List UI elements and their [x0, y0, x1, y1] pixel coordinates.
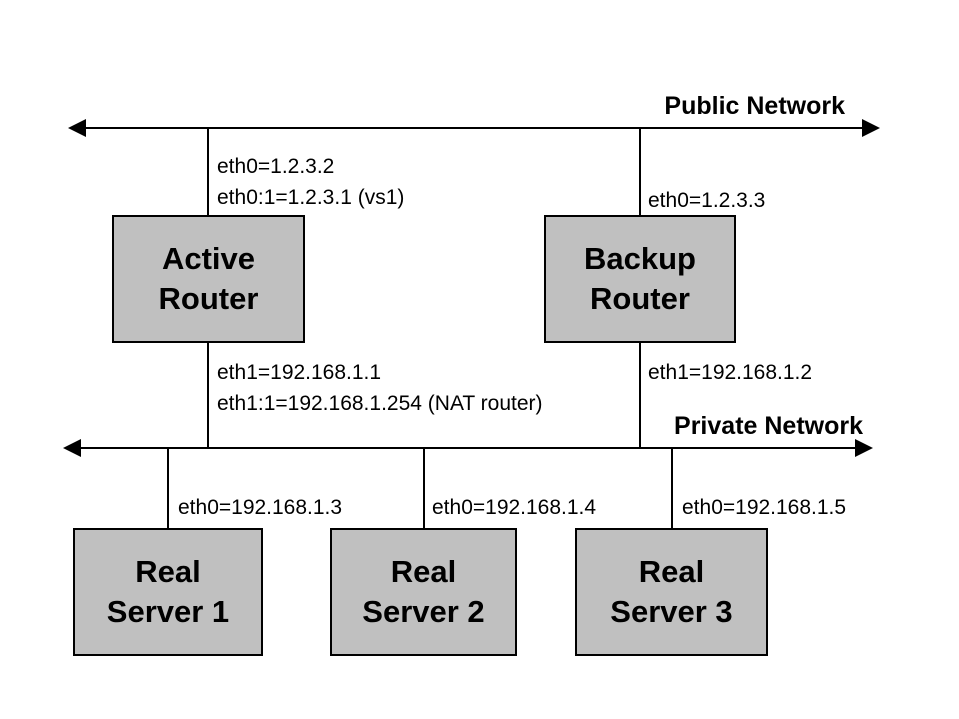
interface-address: eth0=192.168.1.4	[432, 496, 597, 519]
real-server-3-link	[671, 448, 673, 528]
private-network-right-arrowhead-icon	[855, 439, 873, 457]
interface-address: eth0=192.168.1.5	[682, 496, 847, 519]
public-network-line	[80, 127, 864, 129]
real-server-3-interface: eth0=192.168.1.5	[682, 492, 846, 523]
real-server-1-box: Real Server 1	[73, 528, 263, 656]
real-server-1-interface: eth0=192.168.1.3	[178, 492, 342, 523]
interface-address: eth0=1.2.3.2	[217, 155, 335, 178]
real-server-1-link	[167, 448, 169, 528]
real-server-2-box: Real Server 2	[330, 528, 517, 656]
backup-router-private-link	[639, 343, 641, 448]
backup-router-private-interfaces: eth1=192.168.1.2	[648, 357, 812, 388]
private-network-label: Private Network	[674, 412, 863, 440]
active-router-public-link	[207, 128, 209, 215]
public-network-right-arrowhead-icon	[862, 119, 880, 137]
active-router-private-link	[207, 343, 209, 448]
backup-router-public-link	[639, 128, 641, 215]
interface-address: eth0:1=1.2.3.1 (vs1)	[217, 186, 405, 209]
backup-router-box: Backup Router	[544, 215, 736, 343]
interface-address: eth0=192.168.1.3	[178, 496, 343, 519]
active-router-box: Active Router	[112, 215, 305, 343]
private-network-line	[75, 447, 859, 449]
real-server-3-box: Real Server 3	[575, 528, 768, 656]
public-network-label: Public Network	[664, 92, 845, 120]
interface-address: eth1=192.168.1.2	[648, 361, 813, 384]
interface-address: eth0=1.2.3.3	[648, 189, 766, 212]
interface-address: eth1:1=192.168.1.254 (NAT router)	[217, 392, 543, 415]
private-network-left-arrowhead-icon	[63, 439, 81, 457]
backup-router-public-interfaces: eth0=1.2.3.3	[648, 185, 765, 216]
public-network-left-arrowhead-icon	[68, 119, 86, 137]
active-router-private-interfaces: eth1=192.168.1.1 eth1:1=192.168.1.254 (N…	[217, 357, 543, 419]
active-router-public-interfaces: eth0=1.2.3.2 eth0:1=1.2.3.1 (vs1)	[217, 151, 404, 213]
real-server-2-interface: eth0=192.168.1.4	[432, 492, 596, 523]
real-server-2-link	[423, 448, 425, 528]
interface-address: eth1=192.168.1.1	[217, 361, 382, 384]
